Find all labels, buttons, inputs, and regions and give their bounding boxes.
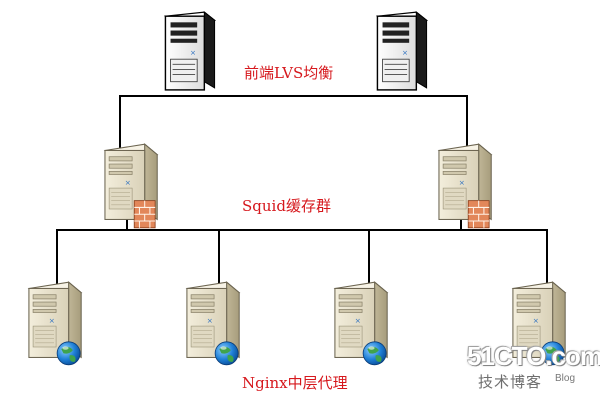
squid-server-left-icon xyxy=(104,143,158,229)
nginx-drop-1-line xyxy=(56,229,58,284)
watermark-blog: Blog xyxy=(555,373,576,384)
lvs-to-squid-right-line xyxy=(466,95,468,150)
lvs-server-right-icon xyxy=(376,11,428,91)
watermark-brand: 51CTO.com xyxy=(467,341,600,371)
lvs-tier-label: 前端LVS均衡 xyxy=(244,64,334,82)
squid-server-right-icon xyxy=(438,143,492,229)
nginx-server-2-icon xyxy=(186,281,240,366)
nginx-server-1-icon xyxy=(28,281,82,366)
lvs-server-left-icon xyxy=(164,11,216,91)
nginx-drop-3-line xyxy=(368,229,370,284)
watermark-subtitle: 技术博客 xyxy=(478,373,543,391)
squid-bus-line xyxy=(56,229,548,231)
nginx-tier-label: Nginx中层代理 xyxy=(242,374,348,392)
lvs-bus-line xyxy=(119,95,468,97)
lvs-to-squid-left-line xyxy=(119,95,121,150)
squid-drop-left-line xyxy=(126,218,128,230)
nginx-drop-2-line xyxy=(218,229,220,284)
nginx-drop-4-line xyxy=(546,229,548,284)
squid-drop-right-line xyxy=(460,218,462,230)
nginx-server-3-icon xyxy=(334,281,388,366)
squid-tier-label: Squid缓存群 xyxy=(242,197,331,215)
